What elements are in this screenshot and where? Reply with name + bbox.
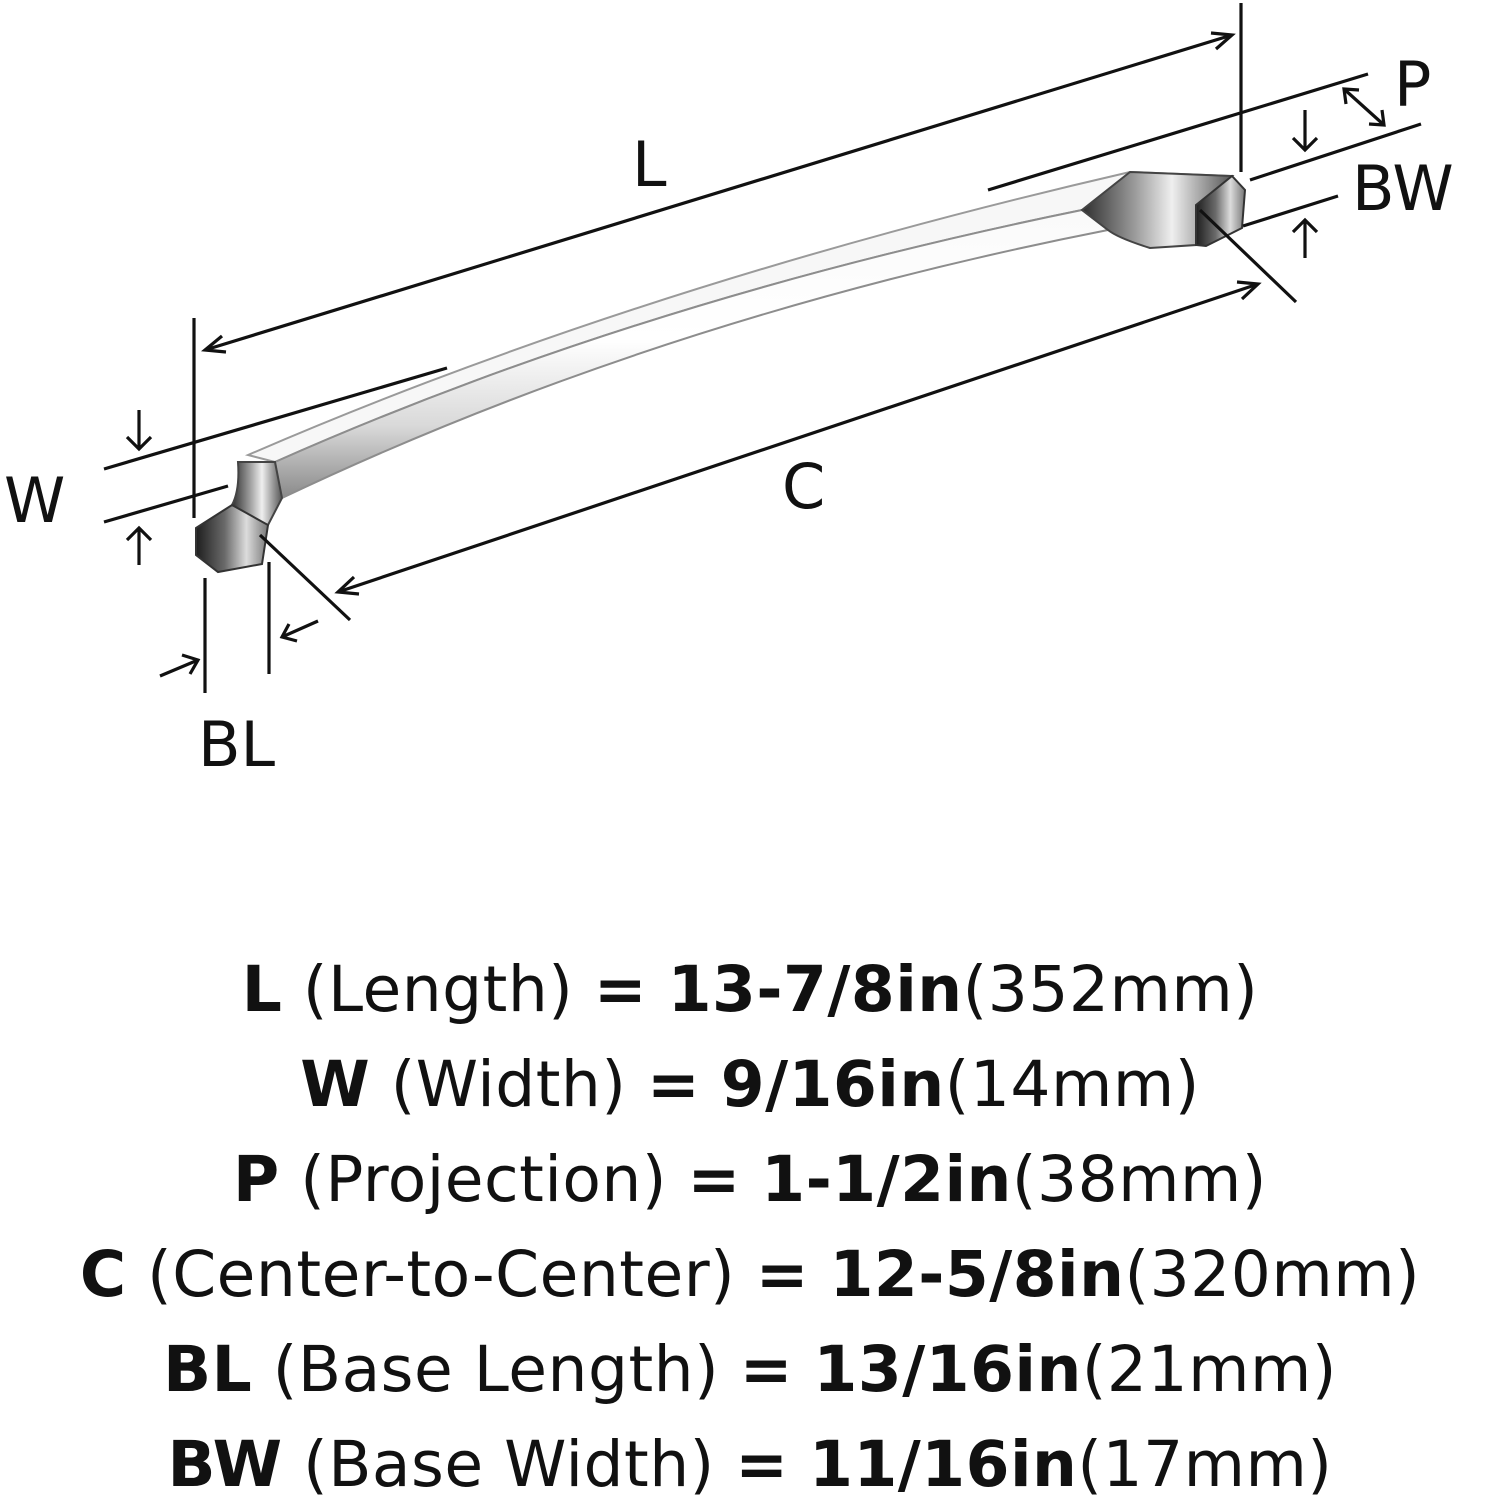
bw-arrow-top-head bbox=[1291, 136, 1319, 153]
handle-dimension-diagram: L C W BL BW P bbox=[4, 3, 1454, 781]
spec-symbol: BL bbox=[163, 1333, 253, 1406]
label-l: L bbox=[632, 128, 667, 201]
spec-name: (Length) bbox=[302, 953, 574, 1026]
spec-name: (Center-to-Center) bbox=[147, 1238, 736, 1311]
bw-extension-bottom bbox=[1242, 194, 1339, 228]
spec-symbol: L bbox=[241, 953, 283, 1026]
spec-metric: (17mm) bbox=[1077, 1428, 1333, 1501]
spec-value: 1-1/2in bbox=[761, 1143, 1012, 1216]
label-c: C bbox=[782, 450, 825, 523]
right-screw-axis bbox=[1198, 208, 1298, 304]
handle-bar-front-face bbox=[273, 208, 1111, 500]
label-bl: BL bbox=[198, 708, 276, 781]
label-p: P bbox=[1394, 48, 1431, 121]
right-post bbox=[1080, 170, 1235, 250]
spec-name: (Projection) bbox=[300, 1143, 667, 1216]
spec-metric: (38mm) bbox=[1011, 1143, 1267, 1216]
spec-metric: (21mm) bbox=[1081, 1333, 1337, 1406]
left-base bbox=[195, 503, 270, 574]
spec-row-projection: P (Projection) = 1-1/2in(38mm) bbox=[0, 1132, 1500, 1227]
spec-name: (Width) bbox=[390, 1048, 627, 1121]
right-base bbox=[1195, 174, 1247, 248]
spec-metric: (320mm) bbox=[1124, 1238, 1421, 1311]
p-arrow-head-a bbox=[1342, 87, 1360, 105]
spec-metric: (14mm) bbox=[944, 1048, 1200, 1121]
w-arrow-top-head bbox=[125, 435, 153, 452]
w-extension-bottom bbox=[103, 484, 229, 524]
label-bw: BW bbox=[1352, 152, 1454, 225]
spec-equals: = bbox=[593, 953, 648, 1026]
label-w: W bbox=[4, 464, 65, 537]
spec-row-length: L (Length) = 13-7/8in(352mm) bbox=[0, 942, 1500, 1037]
spec-row-base-width: BW (Base Width) = 11/16in(17mm) bbox=[0, 1417, 1500, 1512]
bl-arrow-right-head bbox=[279, 623, 298, 643]
spec-equals: = bbox=[739, 1333, 794, 1406]
spec-symbol: W bbox=[300, 1048, 371, 1121]
spec-symbol: P bbox=[233, 1143, 280, 1216]
bl-arrow-left-head bbox=[181, 653, 201, 675]
spec-symbol: BW bbox=[167, 1428, 283, 1501]
spec-value: 13/16in bbox=[813, 1333, 1082, 1406]
spec-equals: = bbox=[687, 1143, 741, 1216]
spec-name: (Base Length) bbox=[272, 1333, 720, 1406]
l-arrow-right bbox=[1210, 31, 1236, 51]
cabinet-pull-handle bbox=[195, 170, 1247, 574]
spec-metric: (352mm) bbox=[962, 953, 1259, 1026]
c-dimension-line bbox=[337, 282, 1259, 594]
l-dimension-line bbox=[204, 33, 1233, 352]
spec-name: (Base Width) bbox=[303, 1428, 715, 1501]
p-extension-top bbox=[987, 72, 1369, 192]
spec-row-center-to-center: C (Center-to-Center) = 12-5/8in(320mm) bbox=[0, 1227, 1500, 1322]
bl-arrow-left-shaft bbox=[159, 658, 199, 678]
spec-equals: = bbox=[755, 1238, 810, 1311]
spec-row-width: W (Width) = 9/16in(14mm) bbox=[0, 1037, 1500, 1132]
bl-arrow-right-shaft bbox=[281, 619, 319, 639]
dimension-specifications: L (Length) = 13-7/8in(352mm) W (Width) =… bbox=[0, 942, 1500, 1512]
spec-value: 11/16in bbox=[809, 1428, 1078, 1501]
p-arrow-shaft bbox=[1342, 87, 1386, 127]
spec-equals: = bbox=[735, 1428, 789, 1501]
c-arrow-left bbox=[334, 575, 360, 596]
spec-value: 12-5/8in bbox=[829, 1238, 1125, 1311]
left-screw-axis bbox=[258, 533, 352, 622]
p-arrow-head-b bbox=[1368, 109, 1386, 127]
l-arrow-left bbox=[200, 334, 227, 354]
spec-value: 13-7/8in bbox=[667, 953, 963, 1026]
w-arrow-bottom-head bbox=[125, 525, 153, 542]
spec-value: 9/16in bbox=[720, 1048, 945, 1121]
spec-symbol: C bbox=[79, 1238, 127, 1311]
spec-row-base-length: BL (Base Length) = 13/16in(21mm) bbox=[0, 1322, 1500, 1417]
w-extension-top bbox=[103, 366, 448, 471]
bw-extension-top bbox=[1249, 122, 1422, 182]
spec-equals: = bbox=[646, 1048, 701, 1121]
c-arrow-right bbox=[1236, 280, 1262, 301]
bw-arrow-bottom-head bbox=[1291, 217, 1319, 234]
